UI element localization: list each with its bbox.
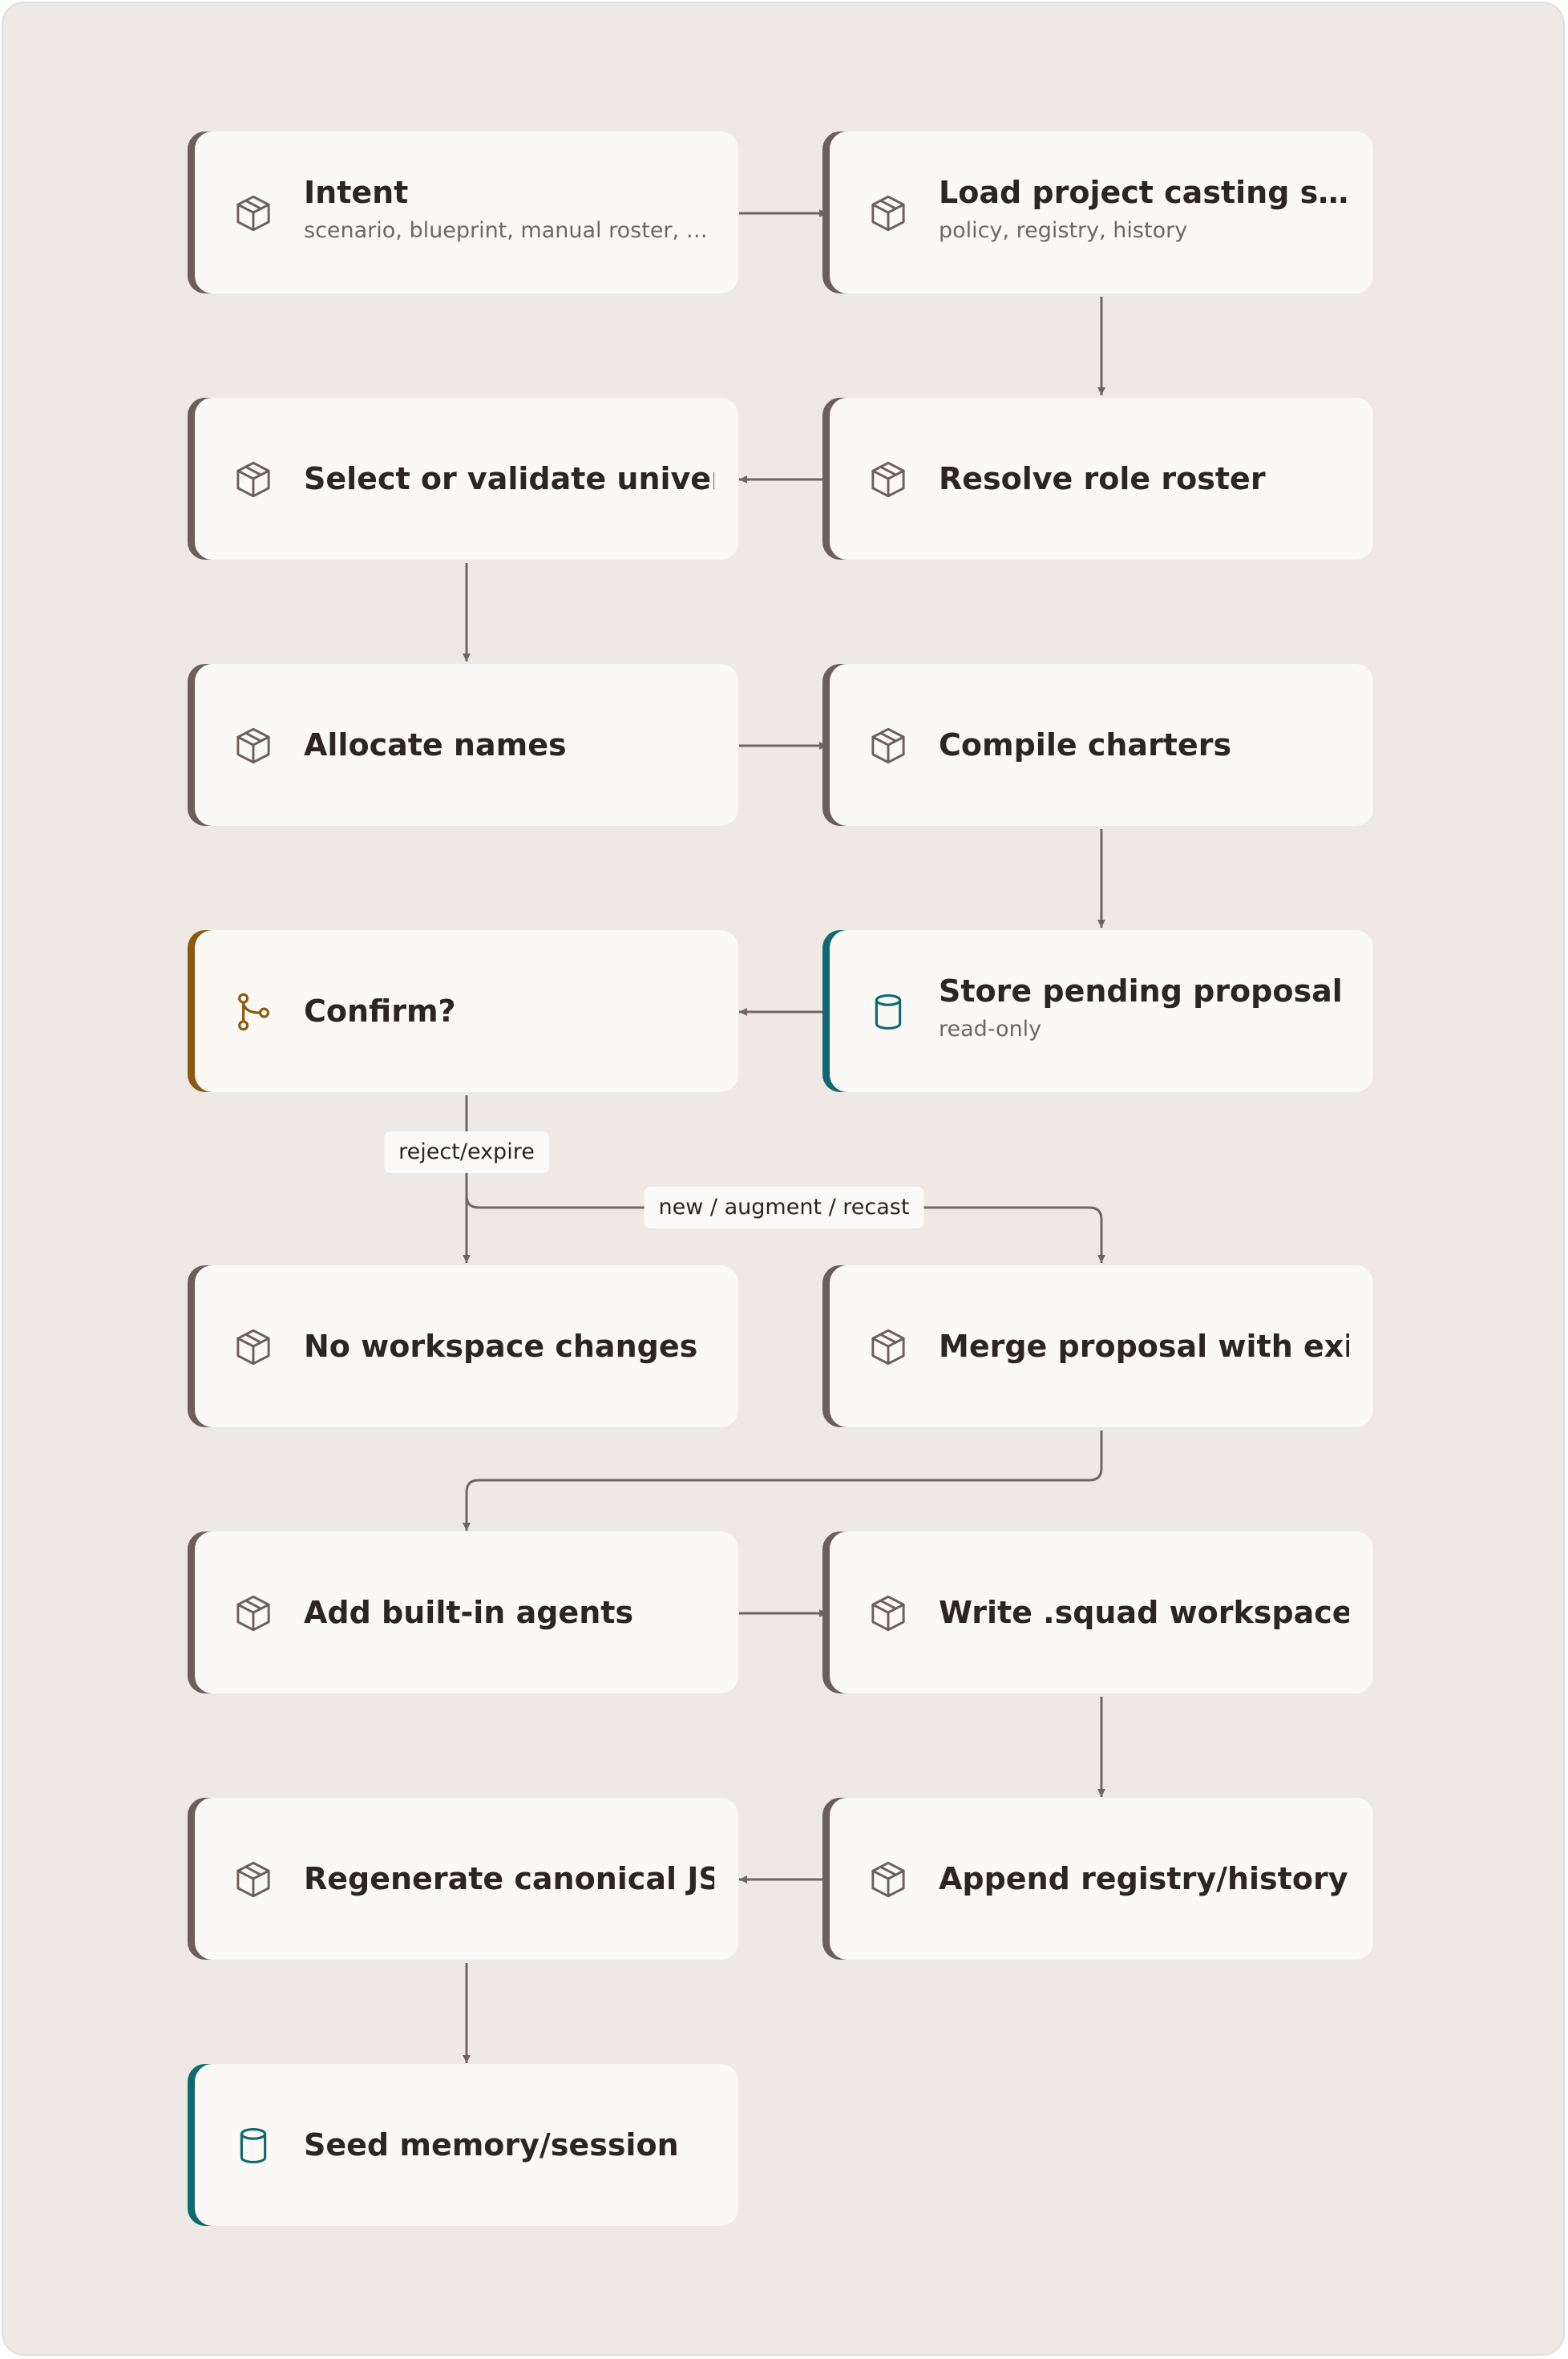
node-title: Merge proposal with exis...	[939, 1329, 1349, 1364]
node-title: Compile charters	[939, 727, 1232, 763]
branch-icon	[232, 990, 275, 1034]
edge-label-reject: reject/expire	[384, 1131, 549, 1173]
node-title: Append registry/history ...	[939, 1861, 1349, 1896]
node-append-registry[interactable]: Append registry/history ...	[830, 1798, 1373, 1960]
node-title: Intent	[304, 175, 409, 210]
node-title: Load project casting state	[939, 175, 1349, 210]
node-title: Allocate names	[304, 727, 567, 763]
database-icon	[232, 2124, 275, 2167]
node-title: Store pending proposal	[939, 973, 1343, 1009]
cube-icon	[867, 1592, 910, 1635]
edge-label-accept: new / augment / recast	[644, 1187, 924, 1228]
cube-icon	[867, 724, 910, 767]
node-allocate-names[interactable]: Allocate names	[195, 664, 738, 826]
node-intent[interactable]: Intent scenario, blueprint, manual roste…	[195, 132, 738, 293]
node-subtitle: scenario, blueprint, manual roster, fr..…	[304, 218, 711, 243]
node-title: Write .squad workspace	[939, 1595, 1349, 1630]
node-subtitle: policy, registry, history	[939, 218, 1188, 243]
node-load-state[interactable]: Load project casting state policy, regis…	[830, 132, 1373, 293]
cube-icon	[232, 1325, 275, 1369]
node-store-proposal[interactable]: Store pending proposal read-only	[830, 930, 1373, 1092]
node-confirm[interactable]: Confirm?	[195, 930, 738, 1092]
node-add-agents[interactable]: Add built-in agents	[195, 1532, 738, 1693]
node-title: Select or validate universe	[304, 461, 714, 496]
node-title: Seed memory/session	[304, 2127, 679, 2163]
cube-icon	[232, 1858, 275, 1901]
node-title: Resolve role roster	[939, 461, 1266, 496]
node-no-changes[interactable]: No workspace changes	[195, 1265, 738, 1427]
node-compile-charters[interactable]: Compile charters	[830, 664, 1373, 826]
cube-icon	[232, 458, 275, 501]
cube-icon	[232, 1592, 275, 1635]
cube-icon	[867, 458, 910, 501]
node-select-universe[interactable]: Select or validate universe	[195, 398, 738, 560]
cube-icon	[867, 1858, 910, 1901]
cube-icon	[867, 192, 910, 235]
node-title: Regenerate canonical JSON	[304, 1861, 714, 1896]
cube-icon	[232, 192, 275, 235]
node-title: Add built-in agents	[304, 1595, 634, 1630]
edge-merge-to-addagents	[463, 1430, 1103, 1531]
node-write-workspace[interactable]: Write .squad workspace	[830, 1532, 1373, 1693]
cube-icon	[867, 1325, 910, 1369]
node-subtitle: read-only	[939, 1017, 1042, 1042]
node-regenerate-json[interactable]: Regenerate canonical JSON	[195, 1798, 738, 1960]
node-merge-proposal[interactable]: Merge proposal with exis...	[830, 1265, 1373, 1427]
database-icon	[867, 990, 910, 1034]
cube-icon	[232, 724, 275, 767]
node-seed-memory[interactable]: Seed memory/session	[195, 2064, 738, 2226]
node-title: Confirm?	[304, 993, 456, 1029]
node-title: No workspace changes	[304, 1329, 698, 1364]
node-resolve-roster[interactable]: Resolve role roster	[830, 398, 1373, 560]
